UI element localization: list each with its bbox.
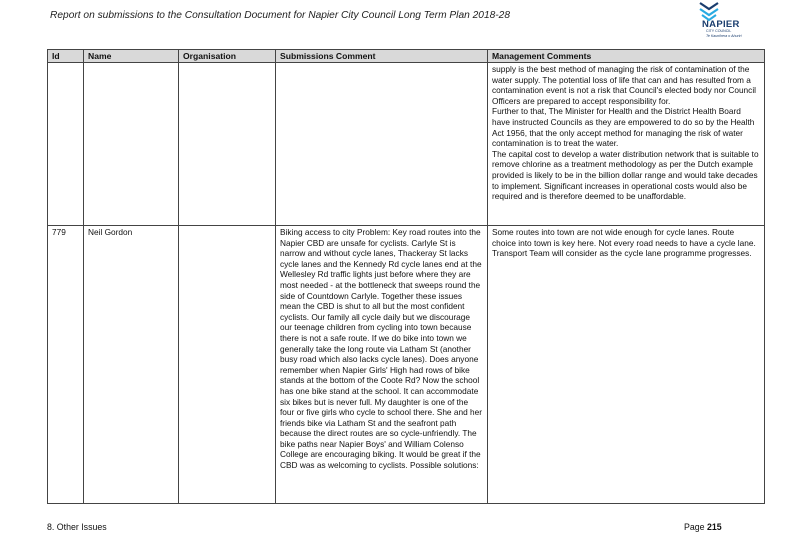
submissions-table: Id Name Organisation Submissions Comment… — [47, 49, 765, 504]
logo-tagline: Te Kaunihera o Ahuriri — [706, 34, 742, 38]
column-header-name: Name — [83, 49, 179, 63]
management-paragraph: Further to that, The Minister for Health… — [492, 106, 755, 149]
column-header-organisation: Organisation — [178, 49, 276, 63]
page-label: Page — [684, 522, 705, 532]
cell-management: supply is the best method of managing th… — [487, 62, 765, 226]
cell-submission: Biking access to city Problem: Key road … — [275, 225, 488, 504]
cell-organisation — [178, 225, 276, 504]
management-paragraph: Transport Team will consider as the cycl… — [492, 248, 752, 259]
logo-name: NAPIER — [702, 19, 740, 30]
cell-organisation — [178, 62, 276, 226]
report-title: Report on submissions to the Consultatio… — [50, 10, 510, 21]
cell-management: Some routes into town are not wide enoug… — [487, 225, 765, 504]
footer-page-number: Page 215 — [684, 522, 722, 532]
management-paragraph: The capital cost to develop a water dist… — [492, 148, 759, 202]
submission-paragraph: Biking access to city Problem: Key road … — [280, 227, 482, 471]
cell-id — [47, 62, 84, 226]
column-header-management-comments: Management Comments — [487, 49, 765, 63]
management-paragraph: Some routes into town are not wide enoug… — [492, 227, 756, 248]
table-row: supply is the best method of managing th… — [47, 62, 765, 226]
cell-name: Neil Gordon — [83, 225, 179, 504]
waves-icon — [699, 2, 719, 22]
column-header-id: Id — [47, 49, 84, 63]
cell-name — [83, 62, 179, 226]
column-header-submissions-comment: Submissions Comment — [275, 49, 488, 63]
table-row: 779 Neil Gordon Biking access to city Pr… — [47, 225, 765, 504]
management-paragraph: supply is the best method of managing th… — [492, 64, 757, 106]
footer-section-label: 8. Other Issues — [47, 522, 107, 532]
page-number: 215 — [707, 522, 722, 532]
cell-id: 779 — [47, 225, 84, 504]
logo-sub: CITY COUNCIL — [706, 29, 732, 33]
table-header-row: Id Name Organisation Submissions Comment… — [47, 49, 765, 63]
cell-submission — [275, 62, 488, 226]
council-logo: NAPIER CITY COUNCIL Te Kaunihera o Ahuri… — [692, 0, 752, 38]
